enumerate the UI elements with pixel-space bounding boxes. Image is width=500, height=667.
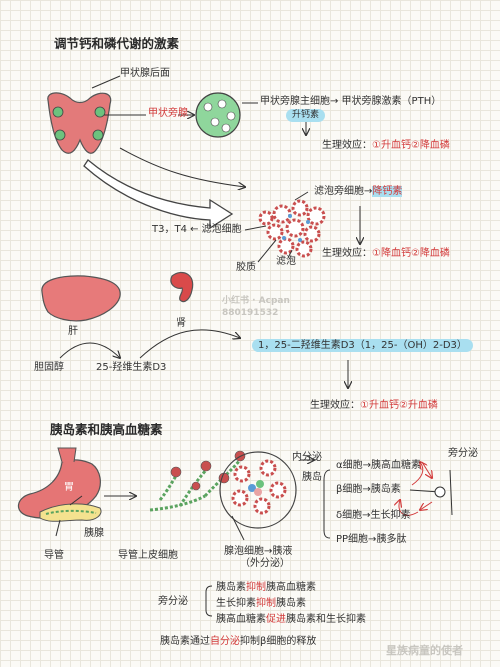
rule-1-post: 胰岛素 xyxy=(276,598,306,609)
thyroid-follicles-icon xyxy=(258,199,326,258)
cholesterol-label: 胆固醇 xyxy=(34,362,64,373)
liver-icon xyxy=(41,275,121,322)
rule-2-pre: 胰高血糖素 xyxy=(216,614,266,625)
alpha-cell-label: α细胞→胰高血糖素 xyxy=(336,460,421,471)
rule-2: 胰高血糖素促进胰岛素和生长抑素 xyxy=(216,614,366,626)
paracrine-diagram xyxy=(399,462,453,516)
watermark-line2: 880191532 xyxy=(222,308,279,318)
pth-effect: ①升血钙②降血磷 xyxy=(372,140,450,151)
vitd-effect: ①升血钙②升血磷 xyxy=(360,400,438,411)
summary-em: 自分泌 xyxy=(210,636,240,647)
paracrine-brace xyxy=(205,585,213,617)
pth-badge: 升钙素 xyxy=(286,109,326,122)
acinar-tree-icon xyxy=(149,459,242,512)
duct-pointer xyxy=(55,519,61,537)
calcitonin-effect: ①降血钙②降血磷 xyxy=(372,248,450,259)
vitd3-label: 25-羟维生素D3 xyxy=(96,362,167,373)
islet-core-cells-icon xyxy=(248,480,264,496)
follicle-path: 滤泡旁细胞→降钙素 xyxy=(314,186,403,198)
follicle-label-pointer xyxy=(287,249,293,259)
duct-label: 导管 xyxy=(44,550,64,561)
acinus-clusters-icon xyxy=(170,450,246,491)
islet-cells-icon xyxy=(231,459,287,515)
arrow-vitd3-to-active xyxy=(139,329,240,359)
big-hollow-arrow xyxy=(83,159,234,230)
t3-t4-label: T3，T4 ← 滤泡细胞 xyxy=(152,224,242,235)
follicle-label: 滤泡 xyxy=(276,256,296,267)
parathyroid-chief-cells-icon xyxy=(195,92,241,138)
rule-0: 胰岛素抑制胰高血糖素 xyxy=(216,582,316,594)
rule-0-em: 抑制 xyxy=(246,582,266,593)
chief-cell-path: 甲状旁腺主细胞→ 甲状旁腺激素（PTH） xyxy=(260,96,442,107)
rule-0-pre: 胰岛素 xyxy=(216,582,246,593)
summary-line: 胰岛素通过自分泌抑制β细胞的释放 xyxy=(160,636,316,648)
islet-label: 胰岛 xyxy=(302,472,322,483)
pth-effect-prefix: 生理效应： xyxy=(322,140,372,151)
parafollicular-cells-icon xyxy=(282,214,310,242)
acinar-label: 腺泡细胞→胰液 xyxy=(224,546,293,557)
rule-1-pre: 生长抑素 xyxy=(216,598,256,609)
follicle-pointer xyxy=(294,191,309,201)
kidney-icon xyxy=(170,271,194,303)
arrow-cholesterol-to-vitd3 xyxy=(59,342,120,358)
liver-label: 肝 xyxy=(68,326,78,337)
follicle-path-prefix: 滤泡旁细胞→ xyxy=(314,186,373,197)
colloid-pointer xyxy=(257,239,277,263)
rule-0-post: 胰高血糖素 xyxy=(266,582,316,593)
pancreas-icon xyxy=(39,503,102,522)
colloid-label: 胶质 xyxy=(236,262,256,273)
vitd-active-label: 1，25-二羟维生素D3（1，25-（OH）2-D3） xyxy=(252,339,473,352)
summary-post: 抑制β细胞的释放 xyxy=(240,636,317,647)
thyroid-back-label: 甲状腺后面 xyxy=(120,68,170,79)
curve-arrow-to-follicle xyxy=(119,147,245,187)
beta-cell-label: β细胞→胰岛素 xyxy=(336,484,401,495)
delta-cell-label: δ细胞→生长抑素 xyxy=(336,510,411,521)
rule-1: 生长抑素抑制胰岛素 xyxy=(216,598,306,610)
islet-icon xyxy=(219,451,297,529)
calcitonin-label: 降钙素 xyxy=(372,186,403,197)
kidney-label: 肾 xyxy=(176,318,186,329)
paracrine-side-label: 旁分泌 xyxy=(448,448,478,459)
watermark-line1: 小红书 · Acpan xyxy=(222,296,290,306)
endocrine-label: 内分泌 xyxy=(292,452,322,463)
vitd-active-text: 1，25-二羟维生素D3（1，25-（OH）2-D3） xyxy=(252,339,473,352)
rule-2-em: 促进 xyxy=(266,614,286,625)
pth-effect-line: 生理效应：①升血钙②降血磷 xyxy=(322,140,450,152)
rule-2-post: 胰岛素和生长抑素 xyxy=(286,614,366,625)
summary-pre: 胰岛素通过 xyxy=(160,636,210,647)
vitd-effect-prefix: 生理效应： xyxy=(310,400,360,411)
pp-cell-label: PP细胞→胰多肽 xyxy=(336,534,407,545)
calcitonin-effect-prefix: 生理效应： xyxy=(322,248,372,259)
calcitonin-effect-line: 生理效应：①降血钙②降血磷 xyxy=(322,248,450,260)
pancreatic-duct-icon xyxy=(45,509,97,515)
islet-brace xyxy=(323,469,331,539)
rule-1-em: 抑制 xyxy=(256,598,276,609)
exocrine-label: （外分泌） xyxy=(240,558,290,569)
follicle-cell-pointer xyxy=(244,225,267,231)
parathyroid-label: 甲状旁腺 xyxy=(148,108,188,119)
watermark-footer: 星族病童的使者 xyxy=(386,644,463,657)
paracrine-label: 旁分泌 xyxy=(158,596,188,607)
thyroid-back-pointer xyxy=(91,75,121,89)
duct-cell-label: 导管上皮细胞 xyxy=(118,550,178,561)
thyroid-gland-icon xyxy=(47,92,112,154)
section-title-insulin: 胰岛素和胰高血糖素 xyxy=(50,422,163,437)
stomach-label: 胃 xyxy=(64,482,74,493)
vitd-effect-line: 生理效应：①升血钙②升血磷 xyxy=(310,400,438,412)
pancreas-pointer xyxy=(69,495,83,506)
section-title-calcium: 调节钙和磷代谢的激素 xyxy=(54,36,180,51)
acinar-pointer xyxy=(231,515,245,541)
pancreas-label: 胰腺 xyxy=(84,528,104,539)
